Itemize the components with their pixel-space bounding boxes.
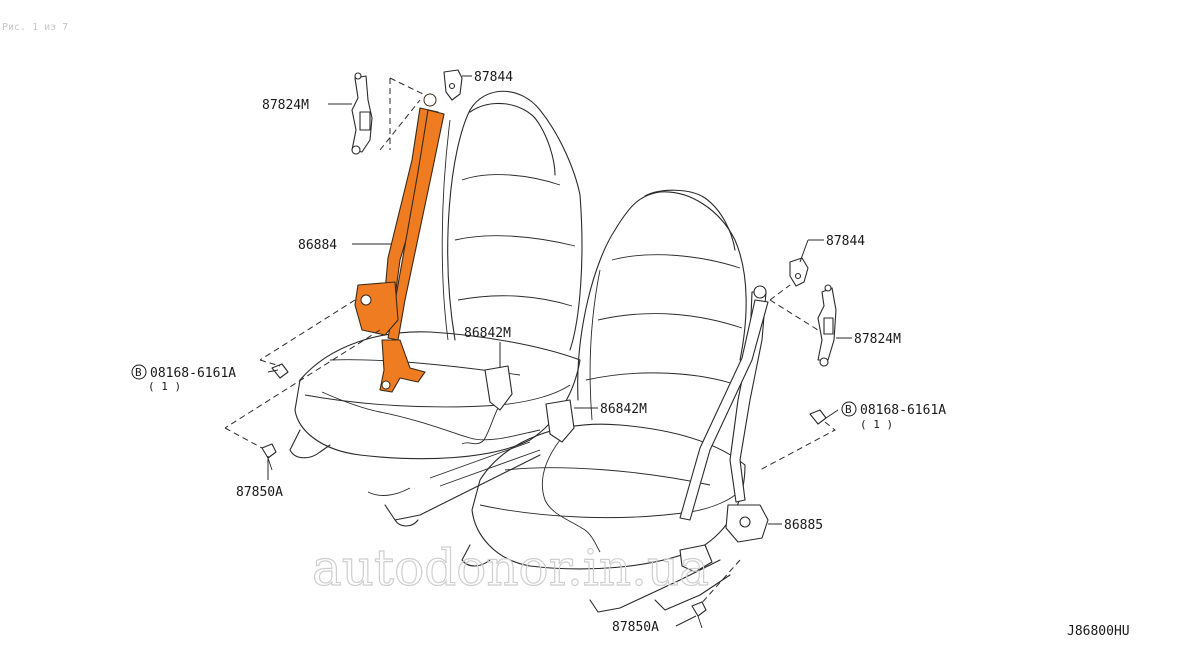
right-clip [789, 257, 809, 287]
assembly-lines [224, 77, 836, 606]
callout-right-anchor: 87850A [612, 620, 659, 635]
callout-right-bracket: 87824M [854, 332, 901, 347]
leader-lines [267, 75, 852, 627]
right-bolt [809, 409, 827, 425]
left-bolt [271, 363, 289, 379]
right-anchor-bolt [691, 601, 707, 629]
right-bolt-qty: ( 1 ) [860, 418, 893, 431]
bolt-marker-right: B [845, 403, 852, 416]
left-buckle [461, 365, 513, 445]
left-clip [443, 69, 463, 101]
watermark: autodonor.in.ua [312, 539, 709, 597]
right-seat-belt-86885 [679, 285, 769, 573]
right-bolt-code: 08168-6161A [860, 403, 946, 418]
callout-right-bolt: B 08168-6161A ( 1 ) [841, 401, 946, 431]
right-buckle [545, 399, 575, 443]
left-seat [289, 90, 583, 527]
left-bolt-code: 08168-6161A [150, 366, 236, 381]
left-anchor-bolt [261, 443, 277, 471]
page-reference: Рис. 1 из 7 [2, 22, 68, 33]
right-height-adjuster-bracket [817, 284, 837, 367]
callout-right-belt: 86885 [784, 518, 823, 533]
callout-left-bracket: 87824M [262, 98, 309, 113]
callout-left-clip: 87844 [474, 70, 513, 85]
diagram-code: J86800HU [1067, 624, 1130, 639]
left-height-adjuster-bracket [351, 72, 373, 155]
callout-right-buckle: 86842M [600, 402, 647, 417]
left-seat-belt-86884 [354, 93, 445, 393]
callout-left-belt: 86884 [298, 238, 337, 253]
callout-left-buckle: 86842M [464, 326, 511, 341]
callout-left-bolt: B 08168-6161A ( 1 ) [131, 364, 236, 393]
bolt-marker-left: B [135, 366, 142, 379]
left-bolt-qty: ( 1 ) [148, 380, 181, 393]
callout-left-anchor: 87850A [236, 485, 283, 500]
callout-right-clip: 87844 [826, 234, 865, 249]
